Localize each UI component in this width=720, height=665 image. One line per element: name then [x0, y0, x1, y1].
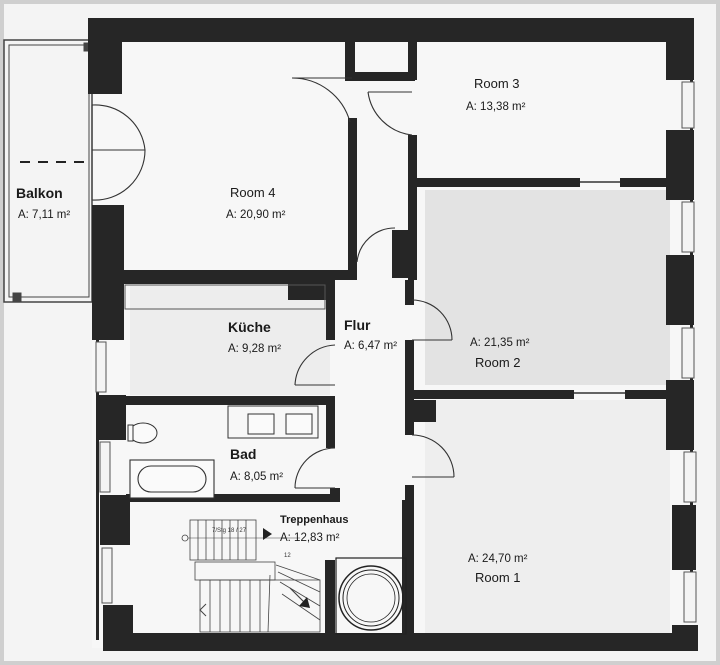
room1-area: A: 24,70 m² [468, 553, 528, 565]
kitchen-counter [124, 284, 326, 310]
room3-area: A: 13,38 m² [466, 101, 526, 113]
flur-area: A: 6,47 m² [344, 340, 397, 352]
balkon-name: Balkon [16, 185, 63, 201]
room-labels: Balkon A: 7,11 m² Room 4 A: 20,90 m² Roo… [16, 76, 530, 585]
staircase [181, 519, 321, 633]
lift-shaft [335, 557, 407, 635]
kueche-area: A: 9,28 m² [228, 343, 281, 355]
windows [95, 81, 697, 623]
treppenhaus-area: A: 12,83 m² [280, 532, 340, 544]
walls [88, 18, 698, 651]
room2-name: Room 2 [475, 355, 521, 370]
copy-texture [130, 190, 670, 635]
toilet [127, 422, 158, 444]
treppenhaus-name: Treppenhaus [280, 514, 348, 526]
bad-name: Bad [230, 446, 256, 462]
balkon-area: A: 7,11 m² [18, 209, 70, 221]
room1-name: Room 1 [475, 570, 521, 585]
bathroom-sinks [227, 405, 319, 439]
stair-step-number: 12 [284, 553, 291, 559]
room4-area: A: 20,90 m² [226, 209, 286, 221]
room2-area: A: 21,35 m² [470, 337, 530, 349]
room4-name: Room 4 [230, 185, 276, 200]
kueche-name: Küche [228, 319, 271, 335]
doors [91, 77, 625, 489]
room3-name: Room 3 [474, 76, 520, 91]
bathtub [129, 459, 215, 499]
flur-name: Flur [344, 317, 371, 333]
bad-area: A: 8,05 m² [230, 471, 283, 483]
stair-annotation: 7/Stg 18 / 27 [212, 528, 247, 534]
